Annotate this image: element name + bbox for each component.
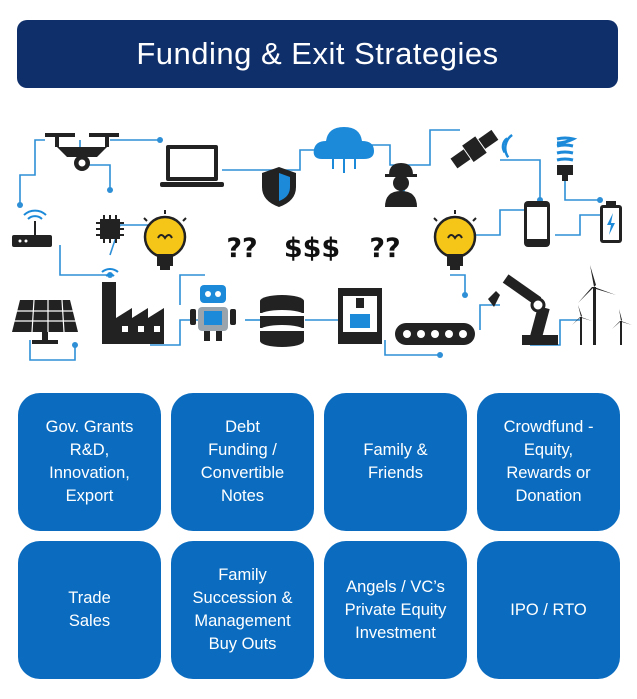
solar-panel-icon [12,299,78,344]
3d-printer-icon [338,288,382,344]
worker-icon [385,163,417,207]
page-title: Funding & Exit Strategies [136,36,499,71]
wind-turbine-icon [572,265,632,345]
tile-family-succession: Family Succession & Management Buy Outs [171,541,314,679]
shield-icon [262,167,296,207]
lightbulb-icon [433,210,477,270]
tile-family-friends: Family & Friends [324,393,467,531]
robot-arm-icon [488,274,558,345]
smartphone-icon [524,201,550,247]
bulb-icon [556,136,578,181]
chip-icon [96,215,124,243]
factory-icon [101,268,164,344]
title-banner: Funding & Exit Strategies [17,20,618,88]
tile-crowdfund: Crowdfund - Equity, Rewards or Donation [477,393,620,531]
tile-angels-vc: Angels / VC’s Private Equity Investment [324,541,467,679]
tile-gov-grants: Gov. Grants R&D, Innovation, Export [18,393,161,531]
drone-icon [45,133,119,171]
lightbulb-icon [143,210,187,270]
database-icon [260,295,304,347]
iot-illustration: ?? $$$ ?? [12,127,632,361]
dollar-signs: $$$ [284,233,340,264]
tile-ipo-rto: IPO / RTO [477,541,620,679]
tile-trade-sales: Trade Sales [18,541,161,679]
cloud-icon [313,127,374,173]
question-marks-left: ?? [226,233,257,264]
router-icon [12,209,52,247]
question-marks-right: ?? [369,233,400,264]
robot-icon [190,285,236,341]
satellite-icon [450,129,513,169]
conveyor-icon [395,323,475,345]
laptop-icon [160,145,224,187]
strategy-grid: Gov. Grants R&D, Innovation, Export Debt… [18,393,620,683]
tile-debt-funding: Debt Funding / Convertible Notes [171,393,314,531]
battery-icon [600,201,622,243]
